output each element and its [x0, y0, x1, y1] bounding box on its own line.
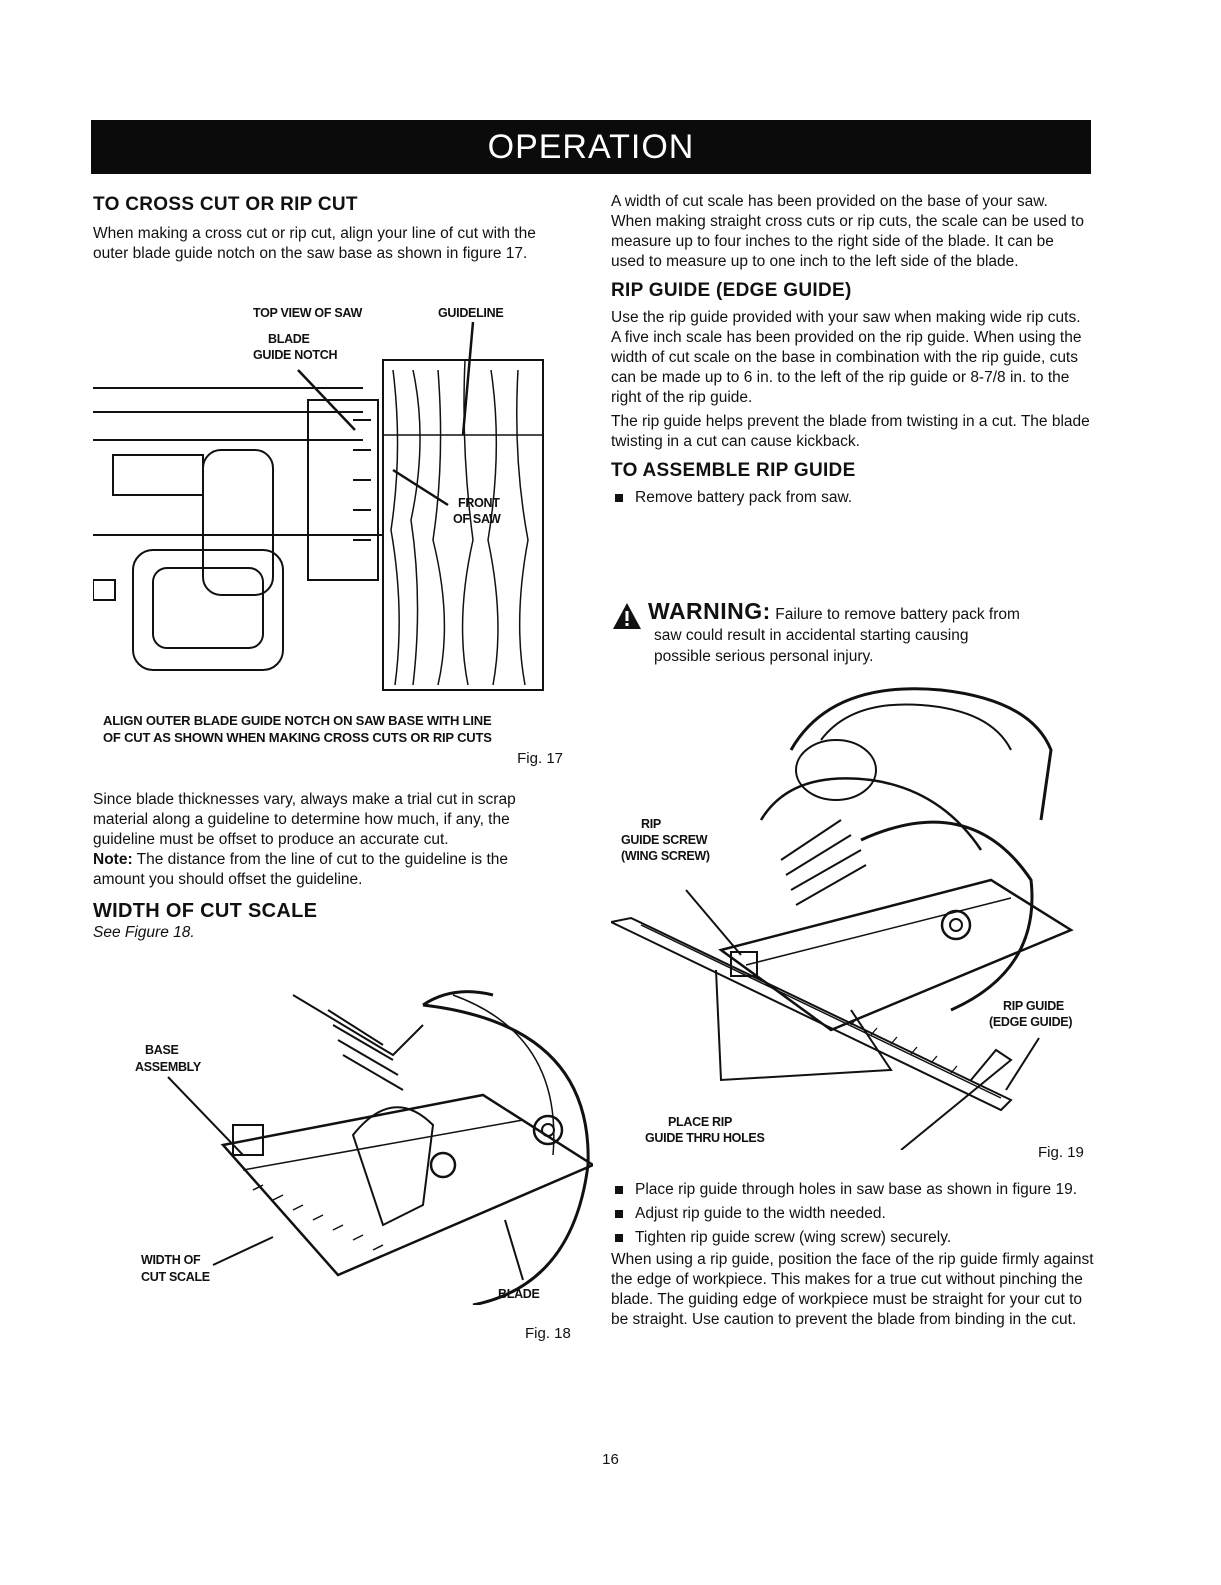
rip-guide-final-text: When using a rip guide, position the fac…	[611, 1251, 1094, 1328]
figure-18: BASE ASSEMBLY WIDTH OF CUT SCALE BLADE F…	[93, 985, 593, 1350]
rip-guide-p2: The rip guide helps prevent the blade fr…	[611, 413, 1090, 450]
fig18-label-width-2: CUT SCALE	[141, 1270, 210, 1284]
fig17-label-top-view: TOP VIEW OF SAW	[253, 306, 362, 320]
width-scale-heading: WIDTH OF CUT SCALE	[93, 900, 318, 922]
cross-cut-body: When making a cross cut or rip cut, alig…	[93, 225, 536, 262]
left-column-lower: Since blade thicknesses vary, always mak…	[93, 790, 573, 943]
assemble-bullet: Remove battery pack from saw.	[611, 488, 1101, 508]
fig19-label-ripguide-1: RIP GUIDE	[1003, 999, 1064, 1013]
rip-guide-p1: Use the rip guide provided with your saw…	[611, 309, 1082, 406]
fig19-label-rip-3: (WING SCREW)	[621, 849, 710, 863]
rip-step-3: Tighten rip guide screw (wing screw) sec…	[611, 1228, 1101, 1248]
fig19-rip-guide-illustration	[611, 687, 1074, 1150]
warning-text-3: possible serious personal injury.	[654, 648, 874, 665]
warning-text-2: saw could result in accidental starting …	[654, 627, 969, 644]
cross-cut-heading: TO CROSS CUT OR RIP CUT	[93, 194, 358, 215]
note-text: The distance from the line of cut to the…	[93, 851, 508, 888]
left-column: TO CROSS CUT OR RIP CUT When making a cr…	[93, 190, 573, 264]
fig19-number: Fig. 19	[1038, 1144, 1084, 1161]
fig17-label-guideline: GUIDELINE	[438, 306, 504, 320]
note-label: Note:	[93, 851, 133, 868]
fig17-caption-line-2: OF CUT AS SHOWN WHEN MAKING CROSS CUTS O…	[103, 730, 492, 745]
fig19-label-place-1: PLACE RIP	[668, 1115, 732, 1129]
fig17-number: Fig. 17	[517, 750, 563, 767]
note-paragraph: Note: The distance from the line of cut …	[93, 850, 563, 890]
width-scale-text: A width of cut scale has been provided o…	[611, 193, 1084, 270]
fig19-label-rip-1: RIP	[641, 817, 661, 831]
fig19-label-ripguide-2: (EDGE GUIDE)	[989, 1015, 1073, 1029]
page-number: 16	[602, 1451, 619, 1468]
rip-step-2: Adjust rip guide to the width needed.	[611, 1204, 1101, 1224]
fig17-saw-top-view-illustration	[93, 321, 544, 691]
warning-triangle-icon	[613, 603, 641, 629]
header-banner: OPERATION	[91, 120, 1091, 174]
fig18-label-width-1: WIDTH OF	[141, 1253, 201, 1267]
right-column: A width of cut scale has been provided o…	[611, 192, 1101, 508]
fig18-label-base-1: BASE	[145, 1043, 179, 1057]
fig19-label-rip-2: GUIDE SCREW	[621, 833, 708, 847]
fig18-label-blade: BLADE	[498, 1287, 540, 1301]
warning-text-1: Failure to remove battery pack from	[775, 606, 1020, 623]
fig18-label-base-2: ASSEMBLY	[135, 1060, 201, 1074]
fig18-base-assembly-illustration	[167, 990, 593, 1305]
see-figure-18: See Figure 18.	[93, 924, 195, 941]
warning-word: WARNING:	[648, 598, 771, 624]
figure-19: RIP GUIDE SCREW (WING SCREW) RIP GUIDE (…	[611, 680, 1101, 1161]
rip-step-1: Place rip guide through holes in saw bas…	[611, 1180, 1095, 1200]
assemble-heading: TO ASSEMBLE RIP GUIDE	[611, 460, 856, 481]
rip-guide-heading: RIP GUIDE (EDGE GUIDE)	[611, 280, 852, 301]
warning-line-1: WARNING: Failure to remove battery pack …	[648, 598, 1020, 625]
right-column-lower: Place rip guide through holes in saw bas…	[611, 1180, 1101, 1330]
fig17-label-front-2: OF SAW	[453, 512, 501, 526]
fig17-label-blade-guide-2: GUIDE NOTCH	[253, 348, 338, 362]
header-title: OPERATION	[487, 127, 695, 166]
assemble-bullets: Remove battery pack from saw.	[611, 488, 1101, 508]
fig17-label-blade-guide-1: BLADE	[268, 332, 310, 346]
blade-thickness-text: Since blade thicknesses vary, always mak…	[93, 791, 516, 848]
figure-17: TOP VIEW OF SAW GUIDELINE BLADE GUIDE NO…	[93, 300, 573, 780]
fig17-caption-line-1: ALIGN OUTER BLADE GUIDE NOTCH ON SAW BAS…	[103, 713, 492, 728]
rip-guide-steps: Place rip guide through holes in saw bas…	[611, 1180, 1101, 1248]
fig19-label-place-2: GUIDE THRU HOLES	[645, 1131, 765, 1145]
fig18-number: Fig. 18	[525, 1325, 571, 1342]
